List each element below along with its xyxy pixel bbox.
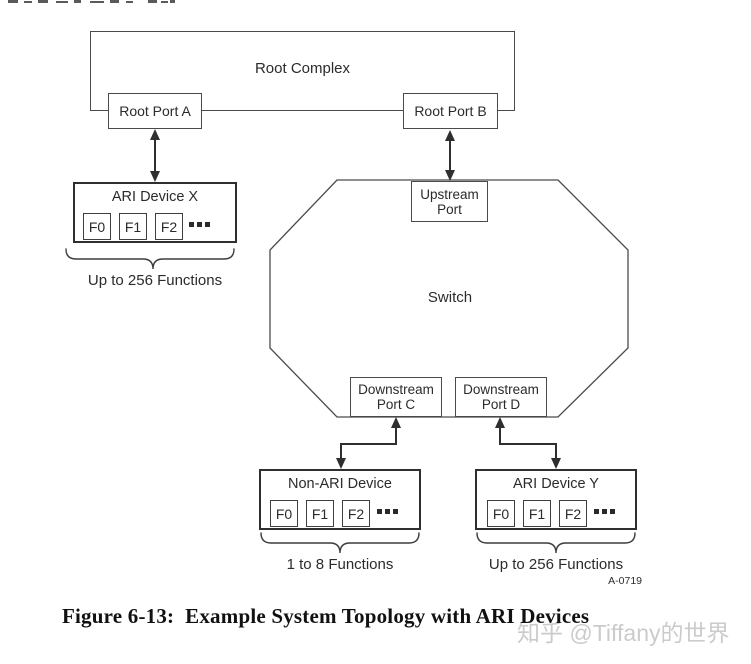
drawing-number: A-0719 <box>608 575 642 587</box>
downstream-port-d-line1: Downstream <box>463 382 539 397</box>
ari-device-y-box: ARI Device Y F0 F1 F2 <box>475 469 637 530</box>
function-box-f0: F0 <box>487 500 515 527</box>
clipped-text-top <box>8 0 175 3</box>
brace-devicex <box>65 248 235 270</box>
root-port-a-box: Root Port A <box>108 93 202 129</box>
link-portc-nonari <box>336 417 401 469</box>
link-rootportb-upstream <box>445 130 455 181</box>
root-port-b-label: Root Port B <box>414 103 487 119</box>
function-box-f1: F1 <box>523 500 551 527</box>
downstream-port-c-box: Downstream Port C <box>350 377 442 417</box>
ari-device-x-note: Up to 256 Functions <box>87 272 223 289</box>
ari-device-x-box: ARI Device X F0 F1 F2 <box>73 182 237 243</box>
downstream-port-c-line2: Port C <box>376 397 416 412</box>
link-rootporta-devicex <box>150 129 160 182</box>
brace-nonari <box>260 532 420 554</box>
upstream-port-line1: Upstream <box>420 186 479 202</box>
function-box-f2: F2 <box>342 500 370 527</box>
non-ari-device-label: Non-ARI Device <box>288 476 392 492</box>
link-portd-devicey <box>495 417 561 469</box>
watermark-text: 知乎 @Tiffany的世界 <box>517 620 730 646</box>
ari-device-y-label: ARI Device Y <box>513 476 599 492</box>
downstream-port-d-box: Downstream Port D <box>455 377 547 417</box>
root-complex-box: Root Complex <box>90 31 515 111</box>
function-box-f0: F0 <box>83 213 111 240</box>
downstream-port-c-line1: Downstream <box>358 382 434 397</box>
non-ari-device-note: 1 to 8 Functions <box>286 556 394 573</box>
function-box-f0: F0 <box>270 500 298 527</box>
root-port-a-label: Root Port A <box>119 103 191 119</box>
root-port-b-box: Root Port B <box>403 93 498 129</box>
figure-caption: Figure 6-13: Example System Topology wit… <box>62 604 590 628</box>
switch-octagon <box>269 179 629 418</box>
function-ellipsis <box>377 509 398 514</box>
switch-label: Switch <box>427 289 473 306</box>
function-box-f2: F2 <box>559 500 587 527</box>
function-ellipsis <box>189 222 210 227</box>
upstream-port-box: Upstream Port <box>411 181 488 222</box>
non-ari-device-box: Non-ARI Device F0 F1 F2 <box>259 469 421 530</box>
root-complex-label: Root Complex <box>254 60 351 77</box>
brace-devicey <box>476 532 636 554</box>
upstream-port-line2: Port <box>437 201 462 217</box>
function-box-f2: F2 <box>155 213 183 240</box>
function-ellipsis <box>594 509 615 514</box>
function-box-f1: F1 <box>119 213 147 240</box>
ari-device-y-note: Up to 256 Functions <box>488 556 624 573</box>
downstream-port-d-line2: Port D <box>481 397 521 412</box>
function-box-f1: F1 <box>306 500 334 527</box>
ari-device-x-label: ARI Device X <box>111 189 199 205</box>
